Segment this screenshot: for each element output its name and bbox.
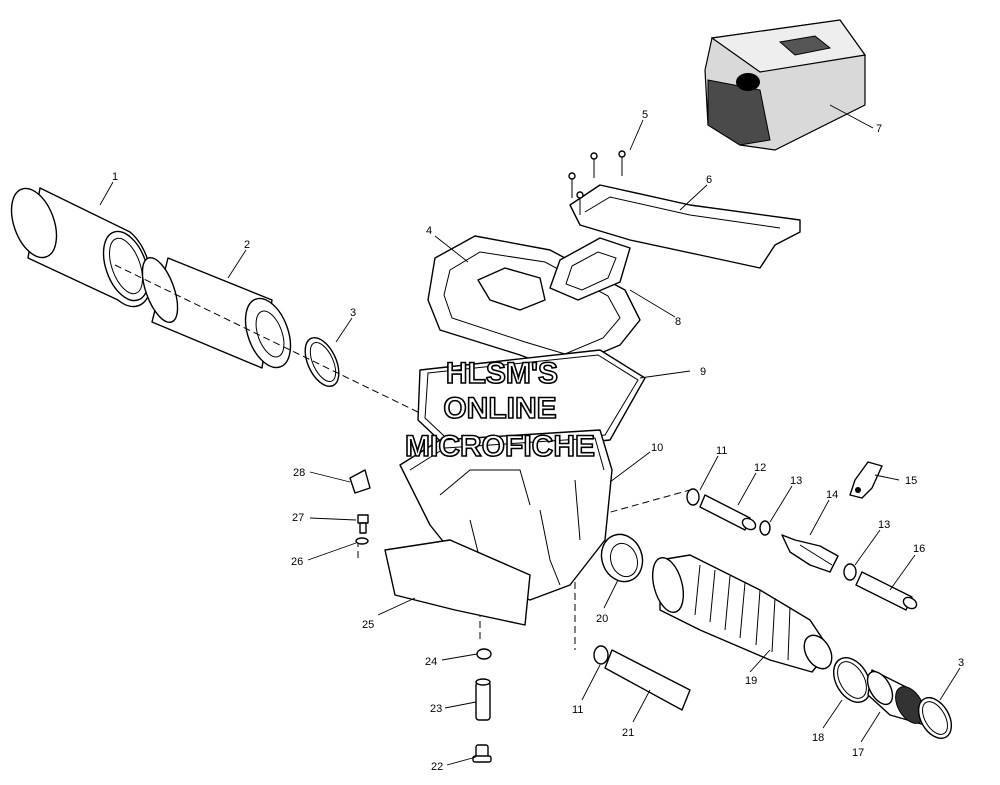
callout-6: 6 xyxy=(706,174,712,186)
callout-2: 2 xyxy=(244,239,250,251)
watermark-line-3: MICROFICHE xyxy=(405,430,595,463)
part-14-check-valve xyxy=(781,534,839,573)
part-23-drain-tube xyxy=(475,678,491,721)
watermark-line-2: ONLINE xyxy=(443,392,556,425)
callout-24: 24 xyxy=(425,656,437,668)
callout-3b: 3 xyxy=(958,657,964,669)
part-12-hose xyxy=(699,494,757,531)
callout-19: 19 xyxy=(745,675,757,687)
watermark: HLSM'S ONLINE MICROFICHE xyxy=(404,356,596,464)
callout-11b: 11 xyxy=(572,704,583,716)
callout-11: 11 xyxy=(716,445,727,457)
callout-8: 8 xyxy=(675,316,681,328)
callout-13: 13 xyxy=(790,475,802,487)
callout-3: 3 xyxy=(350,307,356,319)
callout-23: 23 xyxy=(430,703,442,715)
callout-16: 16 xyxy=(913,543,925,555)
part-22-drain-plug xyxy=(472,744,492,763)
callout-13b: 13 xyxy=(878,519,890,531)
callout-26: 26 xyxy=(291,556,303,568)
part-17-boot xyxy=(866,669,926,726)
part-18-clamp xyxy=(832,657,872,703)
callout-10: 10 xyxy=(651,442,663,454)
callout-20: 20 xyxy=(596,613,608,625)
callout-27: 27 xyxy=(292,512,304,524)
part-7-foam-block xyxy=(704,19,867,151)
callout-14: 14 xyxy=(826,489,838,501)
part-26-washer xyxy=(355,537,369,545)
part-27-bolt xyxy=(357,514,369,534)
part-21-drain-hose xyxy=(604,649,691,711)
callout-18: 18 xyxy=(812,732,824,744)
callout-25: 25 xyxy=(362,619,374,631)
part-3-clamp xyxy=(304,337,340,387)
part-5-screws xyxy=(568,150,626,215)
part-13-clamp-lower xyxy=(843,563,857,581)
part-9-seal xyxy=(417,349,646,456)
callout-12: 12 xyxy=(754,462,766,474)
part-28-clip xyxy=(349,469,371,494)
callout-4: 4 xyxy=(426,225,432,237)
callout-9: 9 xyxy=(700,366,706,378)
part-11-clamp-upper xyxy=(686,488,700,506)
part-1-outer-sleeve xyxy=(10,187,152,308)
callout-22: 22 xyxy=(431,761,443,773)
callout-1: 1 xyxy=(112,171,118,183)
callout-5: 5 xyxy=(642,109,648,121)
watermark-line-1: HLSM'S xyxy=(446,357,558,390)
part-15-p-clamp xyxy=(849,461,883,499)
callout-15: 15 xyxy=(905,475,917,487)
leader-lines xyxy=(99,104,961,766)
part-3-clamp-lower xyxy=(917,697,953,739)
part-16-hose xyxy=(855,571,918,611)
callout-28: 28 xyxy=(293,467,305,479)
part-2-filter-element xyxy=(141,256,292,369)
part-8-gasket xyxy=(549,237,631,301)
callout-7: 7 xyxy=(876,123,882,135)
part-25-guard-plate xyxy=(384,539,531,626)
part-20-coupler xyxy=(600,533,644,583)
part-13-clamp-upper xyxy=(759,520,771,536)
part-19-intake-boot xyxy=(651,554,833,673)
part-24-clamp xyxy=(476,648,492,660)
part-4-lid-frame xyxy=(427,235,641,371)
callout-17: 17 xyxy=(852,747,864,759)
part-6-intake-duct xyxy=(569,184,801,269)
callout-21: 21 xyxy=(622,727,634,739)
callout-numbers: 1 2 3 4 5 6 7 8 9 10 11 12 13 14 15 16 1… xyxy=(112,109,964,773)
part-11-clamp-lower xyxy=(593,645,609,665)
